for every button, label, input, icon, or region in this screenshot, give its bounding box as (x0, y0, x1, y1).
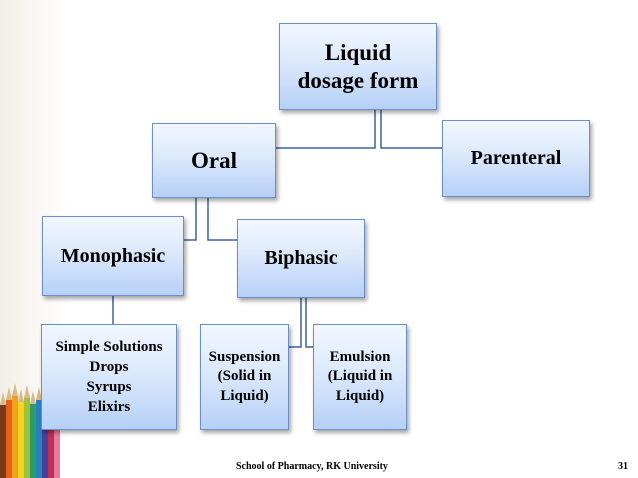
connector-root-oral (276, 110, 376, 149)
footer-text: School of Pharmacy, RK University (236, 461, 388, 472)
node-emulsion-label: Emulsion (Liquid in Liquid) (327, 348, 393, 404)
node-biphasic-label: Biphasic (264, 247, 338, 269)
node-parenteral-label: Parenteral (470, 147, 562, 169)
node-suspension: Suspension (Solid in Liquid) (200, 324, 289, 430)
connector-biphasic-suspension (289, 298, 302, 348)
connector-root-parenteral (380, 110, 442, 149)
page-number: 31 (618, 461, 628, 472)
node-emulsion: Emulsion (Liquid in Liquid) (313, 324, 407, 430)
node-monophasic-label: Monophasic (60, 244, 166, 267)
node-suspension-label: Suspension (Solid in Liquid) (208, 348, 281, 404)
connector-biphasic-emulsion (305, 298, 313, 348)
node-oral: Oral (152, 123, 276, 198)
node-monophasic: Monophasic (42, 216, 184, 296)
node-parenteral: Parenteral (442, 120, 590, 197)
node-oral-label: Oral (191, 147, 237, 173)
connector-oral-monophasic (184, 198, 197, 241)
node-liquid-dosage-form-label: Liquid dosage form (297, 39, 419, 93)
node-monophasic-types-label: Simple Solutions Drops Syrups Elixirs (55, 338, 163, 416)
node-biphasic: Biphasic (237, 219, 365, 298)
node-monophasic-types: Simple Solutions Drops Syrups Elixirs (41, 324, 177, 430)
node-liquid-dosage-form: Liquid dosage form (279, 23, 437, 110)
connector-oral-biphasic (207, 198, 237, 241)
